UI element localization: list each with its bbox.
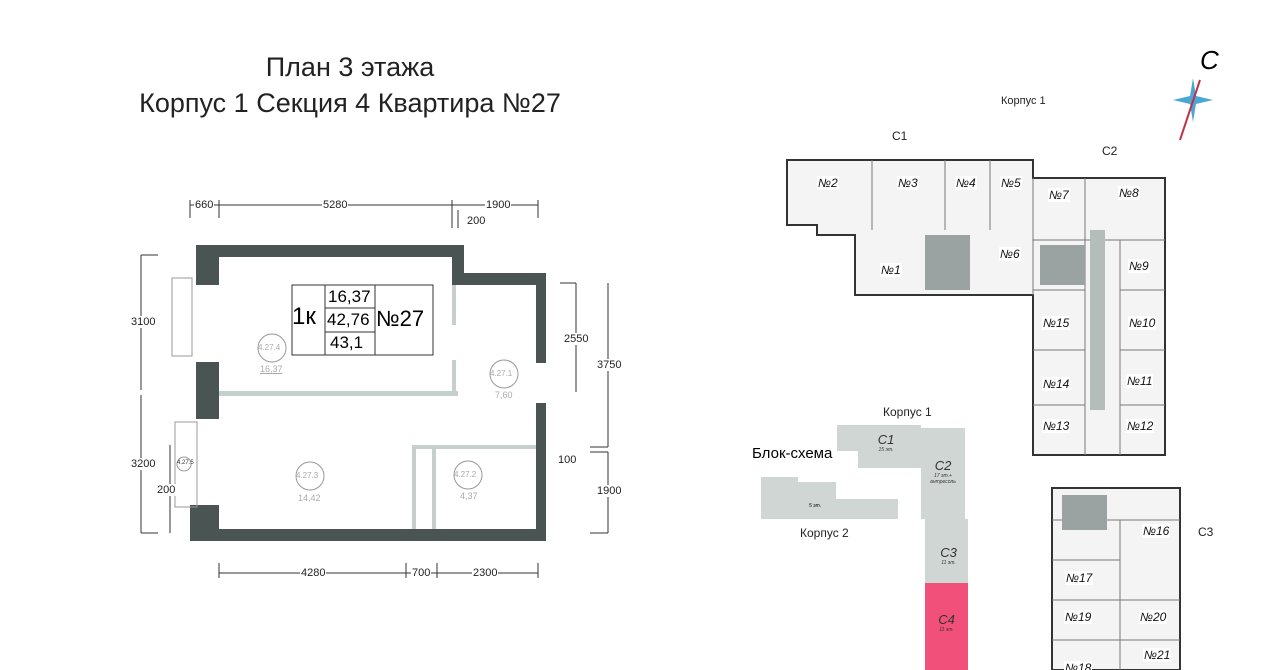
total-area: 42,76 (327, 310, 370, 329)
block-scheme-title: Блок-схема (752, 445, 833, 462)
area-with-balcony: 43,1 (330, 333, 364, 352)
site-apartment-label: №20 (1139, 610, 1168, 624)
stair-core-2 (925, 235, 970, 290)
site-apartment-label: №19 (1064, 610, 1093, 624)
stair-core-3 (1062, 495, 1107, 530)
room-area: 4,37 (460, 491, 478, 501)
room-id: 4.27.5 (177, 460, 194, 466)
plan-title-apartment: Корпус 1 Секция 4 Квартира №27 (139, 88, 561, 118)
apartment-number: №27 (376, 306, 425, 331)
korpus2-floors: 5 эт. (809, 503, 822, 509)
site-apartment-label: №6 (999, 247, 1021, 261)
stair-core-1 (1040, 245, 1085, 285)
block-scheme-shapes (761, 425, 968, 670)
dim-top: 1900 (485, 199, 512, 211)
site-apartment-label: №7 (1048, 188, 1070, 202)
site-section-label: С2 (1102, 144, 1118, 158)
dim-right: 100 (557, 454, 578, 466)
site-apartment-label: №9 (1128, 259, 1150, 273)
site-apartment-label: №10 (1128, 316, 1157, 330)
korpus1-label: Корпус 1 (883, 405, 932, 419)
living-area: 16,37 (328, 287, 371, 306)
room-id: 4.27.2 (454, 470, 477, 479)
site-apartment-label: №3 (897, 176, 919, 190)
site-apartment-label: №21 (1143, 648, 1172, 662)
room-id: 4.27.1 (490, 369, 513, 378)
korpus2-label: Корпус 2 (800, 526, 849, 540)
dim-left: 200 (156, 484, 177, 496)
room-id: 4.27.3 (296, 471, 319, 480)
rooms-count: 1к (292, 303, 316, 330)
dim-bottom: 4280 (300, 567, 327, 579)
dim-left: 3200 (130, 458, 157, 470)
dim-bottom: 2300 (472, 567, 499, 579)
site-apartment-label: №5 (1000, 176, 1022, 190)
site-apartment-label: №4 (955, 176, 977, 190)
corridor (1090, 230, 1105, 410)
site-apartment-label: №15 (1042, 316, 1071, 330)
room-area: 7,60 (495, 390, 513, 400)
site-apartment-label: №11 (1126, 374, 1154, 388)
room-markers (171, 277, 519, 508)
compass-north-label: С (1200, 45, 1219, 75)
dim-top: 660 (194, 199, 215, 211)
site-apartment-label: №1 (880, 263, 902, 277)
site-apartment-label: №14 (1042, 377, 1071, 391)
interior-walls (219, 285, 536, 529)
site-apartment-label: №13 (1042, 419, 1071, 433)
site-section-label: С1 (892, 129, 908, 143)
room-area: 14,42 (298, 493, 321, 503)
site-apartment-label: №16 (1142, 524, 1171, 538)
site-apartment-label: №12 (1126, 419, 1155, 433)
building-plan (786, 159, 1181, 670)
dim-bottom: 700 (411, 567, 432, 579)
compass-icon (1173, 78, 1213, 141)
dim-right: 2550 (563, 333, 590, 345)
room-area: 16,37 (260, 364, 283, 374)
area-table (291, 284, 434, 356)
site-apartment-label: №2 (817, 176, 839, 190)
site-apartment-label: №17 (1065, 571, 1094, 585)
site-apartment-label: №8 (1118, 186, 1140, 200)
exterior-walls (190, 245, 546, 541)
plan-title-floor: План 3 этажа (265, 52, 435, 82)
site-section-label: С3 (1198, 525, 1214, 539)
site-korpus-label: Корпус 1 (1001, 95, 1046, 107)
dim-left: 3100 (130, 316, 157, 328)
dim-right: 1900 (596, 485, 623, 497)
room-id: 4.27.4 (258, 343, 281, 352)
dim-top: 5280 (322, 199, 349, 211)
dim-top: 200 (466, 215, 487, 227)
site-apartment-label: №18 (1064, 661, 1093, 670)
dim-right: 3750 (596, 359, 623, 371)
